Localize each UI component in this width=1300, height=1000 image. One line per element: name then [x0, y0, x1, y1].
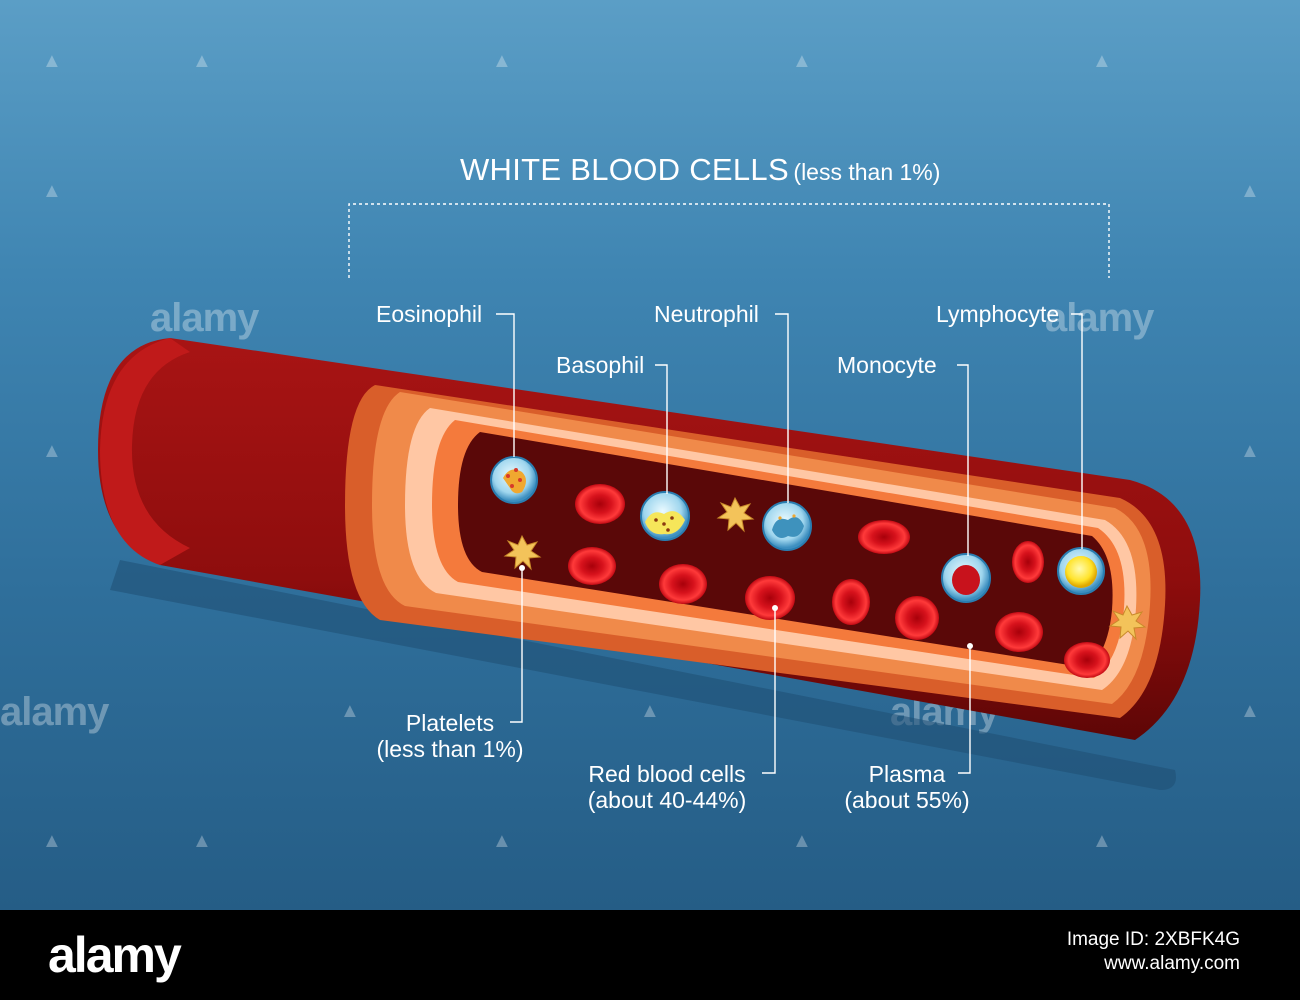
basophil-cell	[640, 491, 690, 541]
label-neutrophil: Neutrophil	[654, 301, 759, 327]
label-platelets: Platelets (less than 1%)	[368, 710, 532, 762]
watermark-mark: ▲	[640, 700, 660, 722]
red-blood-cell	[659, 564, 707, 604]
watermark-mark: ▲	[340, 700, 360, 722]
platelets-name: Platelets	[405, 710, 495, 736]
lymphocyte-cell	[1057, 547, 1105, 595]
red-blood-cell	[575, 484, 625, 524]
label-basophil: Basophil	[556, 352, 645, 378]
red-blood-cells	[568, 484, 1110, 678]
watermark-mark: ▲	[42, 440, 62, 462]
leader-platelets	[510, 570, 523, 723]
watermark-mark: ▲	[192, 830, 212, 852]
footer-bar: alamy Image ID: 2XBFK4G www.alamy.com	[0, 910, 1300, 1000]
monocyte-cell	[941, 553, 991, 603]
eosinophil-cell	[490, 456, 538, 504]
blood-vessel-diagram	[98, 203, 1201, 790]
watermark-mark: ▲	[1092, 50, 1112, 72]
leader-neutrophil	[775, 313, 789, 503]
red-blood-cell	[1012, 541, 1044, 583]
rbc-percent: (about 40-44%)	[587, 787, 747, 813]
neutrophil-cell	[762, 501, 812, 551]
plasma-percent: (about 55%)	[844, 787, 970, 813]
platelet	[503, 534, 542, 571]
red-blood-cell	[858, 520, 910, 554]
title-main: WHITE BLOOD CELLS	[460, 152, 789, 187]
vessel-end-cap	[100, 338, 190, 565]
label-red-blood-cells: Red blood cells (about 40-44%)	[576, 761, 758, 813]
footer-image-id: Image ID: 2XBFK4G	[1066, 929, 1240, 950]
red-blood-cell	[995, 612, 1043, 652]
footer-site-link[interactable]: www.alamy.com	[1104, 953, 1240, 974]
leader-lines	[496, 313, 1083, 774]
watermark-mark: ▲	[192, 50, 212, 72]
title-note: (less than 1%)	[793, 159, 941, 185]
red-blood-cell	[1064, 642, 1110, 678]
footer-brand-logo: alamy	[48, 927, 182, 983]
label-plasma: Plasma (about 55%)	[832, 761, 982, 813]
red-blood-cell	[895, 596, 939, 640]
label-lymphocyte: Lymphocyte	[936, 301, 1060, 327]
red-blood-cell	[745, 576, 795, 620]
watermark-mark: ▲	[42, 830, 62, 852]
watermark-mark: ▲	[1240, 180, 1260, 202]
watermark-mark: ▲	[792, 50, 812, 72]
title-bracket	[348, 203, 1110, 278]
watermark-mark: ▲	[492, 830, 512, 852]
leader-rbc	[762, 608, 776, 774]
diagram-canvas: alamy alamy alamy alamy alamy	[0, 0, 1300, 910]
platelets	[503, 496, 1147, 641]
leader-monocyte	[957, 364, 969, 556]
red-blood-cell	[832, 579, 870, 625]
watermark: alamy	[150, 296, 259, 340]
rbc-name: Red blood cells	[588, 761, 746, 787]
watermark-mark: ▲	[1240, 700, 1260, 722]
leader-basophil	[655, 364, 668, 494]
leader-lymphocyte	[1071, 313, 1083, 549]
watermark-mark: ▲	[492, 50, 512, 72]
platelets-percent: (less than 1%)	[376, 736, 524, 762]
watermark-mark: ▲	[42, 180, 62, 202]
plasma-name: Plasma	[868, 761, 946, 787]
leader-plasma	[958, 646, 971, 774]
watermark-mark: ▲	[42, 50, 62, 72]
platelet	[716, 496, 755, 533]
diagram-title: WHITE BLOOD CELLS (less than 1%)	[460, 152, 940, 188]
watermark-mark: ▲	[1240, 440, 1260, 462]
leader-eosinophil	[496, 313, 515, 457]
leader-end-dots	[519, 565, 973, 649]
label-monocyte: Monocyte	[837, 352, 937, 378]
platelet	[1108, 604, 1147, 641]
red-blood-cell	[568, 547, 616, 585]
footer-image-info: Image ID: 2XBFK4G www.alamy.com	[1067, 928, 1240, 976]
watermark: alamy	[1045, 296, 1154, 340]
label-eosinophil: Eosinophil	[376, 301, 483, 327]
watermark-mark: ▲	[1092, 830, 1112, 852]
watermark: alamy	[0, 690, 109, 734]
watermark-mark: ▲	[792, 830, 812, 852]
